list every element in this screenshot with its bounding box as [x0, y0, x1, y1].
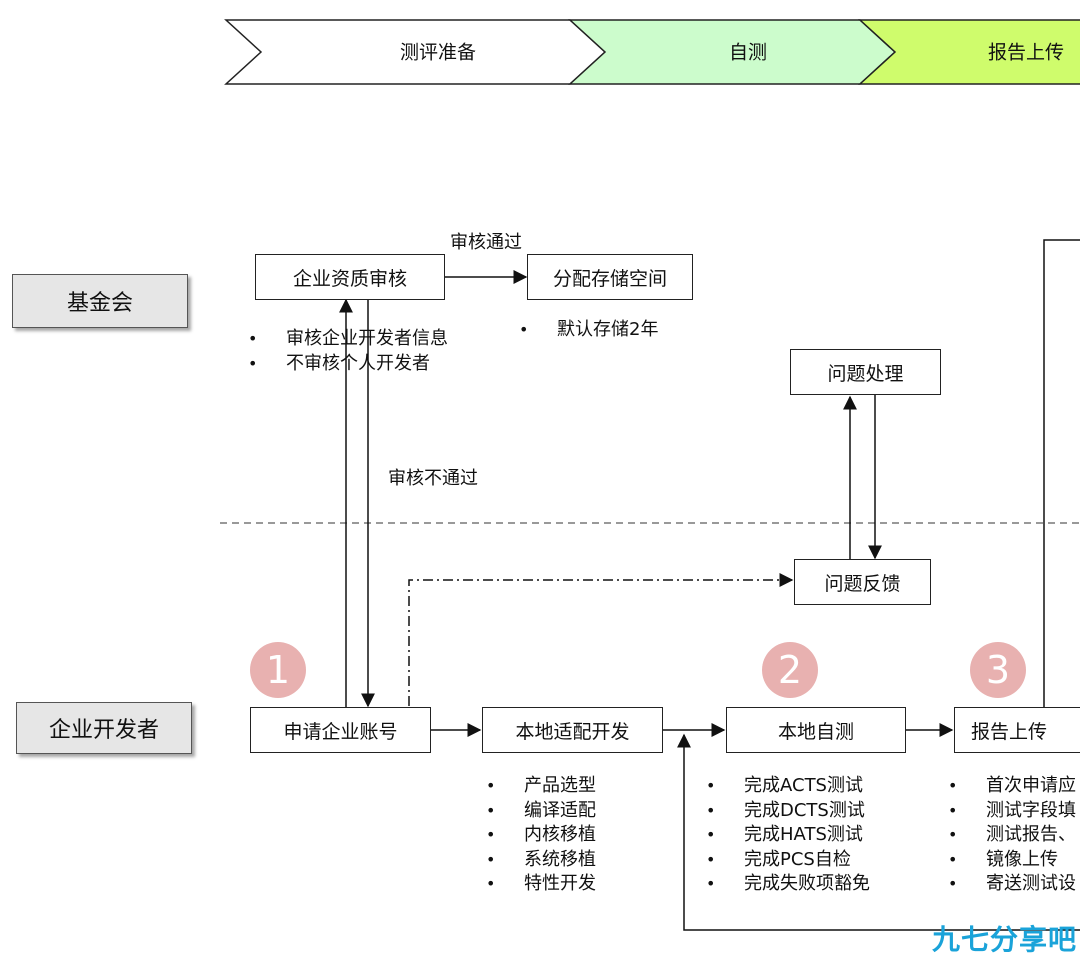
- notes-qual-review: 审核企业开发者信息 不审核个人开发者: [248, 327, 448, 376]
- node-local-dev: 本地适配开发: [482, 707, 663, 753]
- note-item: 默认存储2年: [519, 318, 658, 343]
- role-developer: 企业开发者: [16, 702, 192, 754]
- line-upload-up: [1043, 239, 1080, 707]
- node-self-test: 本地自测: [726, 707, 906, 753]
- note-item: 完成PCS自检: [706, 848, 870, 873]
- note-item: 内核移植: [486, 823, 596, 848]
- note-item: 测试报告、: [948, 823, 1076, 848]
- note-item: 完成DCTS测试: [706, 799, 870, 824]
- phase-label-upload: 报告上传: [987, 41, 1065, 64]
- note-item: 产品选型: [486, 774, 596, 799]
- note-item: 审核企业开发者信息: [248, 327, 448, 352]
- arrow-loop-back: [677, 733, 1080, 931]
- watermark: 九七分享吧: [932, 923, 1078, 956]
- note-item: 编译适配: [486, 799, 596, 824]
- node-apply-account: 申请企业账号: [250, 707, 431, 753]
- edge-label-pass: 审核通过: [450, 232, 522, 253]
- note-item: 完成ACTS测试: [706, 774, 870, 799]
- notes-alloc-storage: 默认存储2年: [519, 318, 658, 343]
- arrow-apply-to-feedback: [408, 573, 794, 706]
- edge-label-fail: 审核不通过: [388, 468, 478, 489]
- note-item: 首次申请应: [948, 774, 1076, 799]
- phase-label-selftest: 自测: [728, 41, 768, 64]
- notes-self-test: 完成ACTS测试 完成DCTS测试 完成HATS测试 完成PCS自检 完成失败项…: [706, 774, 870, 897]
- step-badge-2: 2: [762, 642, 818, 698]
- note-item: 完成HATS测试: [706, 823, 870, 848]
- node-issue-feedback: 问题反馈: [794, 559, 931, 605]
- node-issue-handle: 问题处理: [790, 349, 941, 395]
- note-item: 不审核个人开发者: [248, 352, 448, 377]
- node-qual-review: 企业资质审核: [255, 254, 445, 300]
- role-foundation: 基金会: [12, 274, 188, 328]
- notes-local-dev: 产品选型 编译适配 内核移植 系统移植 特性开发: [486, 774, 596, 897]
- phase-label-prep: 测评准备: [399, 41, 477, 64]
- step-badge-3: 3: [970, 642, 1026, 698]
- note-item: 寄送测试设: [948, 872, 1076, 897]
- node-alloc-storage: 分配存储空间: [527, 254, 693, 300]
- node-report-upload: 报告上传: [954, 707, 1080, 753]
- note-item: 镜像上传: [948, 848, 1076, 873]
- note-item: 系统移植: [486, 848, 596, 873]
- notes-report-upload: 首次申请应 测试字段填 测试报告、 镜像上传 寄送测试设: [948, 774, 1076, 897]
- phase-chevron-upload: [858, 19, 1080, 85]
- note-item: 特性开发: [486, 872, 596, 897]
- step-badge-1: 1: [250, 642, 306, 698]
- note-item: 测试字段填: [948, 799, 1076, 824]
- note-item: 完成失败项豁免: [706, 872, 870, 897]
